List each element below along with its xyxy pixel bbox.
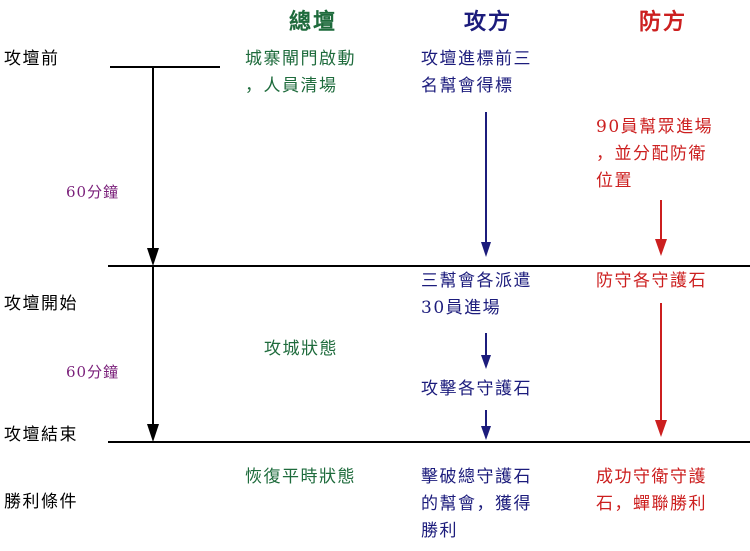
attacker-event-start-line-1: 三幫會各派遣 <box>421 271 532 291</box>
defender-arrowhead-2 <box>655 420 667 437</box>
defender-arrowhead-1 <box>655 239 667 256</box>
attacker-event-victory: 擊破總守護石 的幫會，獲得 勝利 <box>421 464 532 545</box>
main-event-after: 恢復平時狀態 <box>245 467 356 487</box>
attacker-event-before-line-2: 名幫會得標 <box>421 76 514 96</box>
phase-label-start: 攻壇開始 <box>4 294 78 314</box>
column-header-defender: 防方 <box>639 9 688 35</box>
defender-event-victory: 成功守衛守護 石，蟬聯勝利 <box>596 464 707 518</box>
column-header-main: 總壇 <box>289 9 338 35</box>
defender-event-before-line-2: ，並分配防衛 <box>596 144 707 164</box>
attacker-event-start-line-2: 30員進場 <box>421 298 502 318</box>
duration-first: 60分鐘 <box>66 183 120 201</box>
defender-event-before: 90員幫眾進場 ，並分配防衛 位置 <box>596 114 713 195</box>
main-event-during: 攻城狀態 <box>264 339 338 359</box>
defender-event-before-line-3: 位置 <box>596 171 633 191</box>
defender-event-start: 防守各守護石 <box>596 271 707 291</box>
attacker-arrowhead-3 <box>481 426 491 440</box>
attacker-event-start: 三幫會各派遣 30員進場 <box>421 268 532 322</box>
timeline-arrowhead-1 <box>147 248 159 266</box>
attacker-arrowhead-1 <box>481 242 491 257</box>
defender-event-victory-line-1: 成功守衛守護 <box>596 467 707 487</box>
phase-label-victory: 勝利條件 <box>4 492 78 512</box>
defender-event-victory-line-2: 石，蟬聯勝利 <box>596 494 707 514</box>
main-event-before-line-2: ，人員清場 <box>245 76 338 96</box>
phase-label-end: 攻壇結束 <box>4 425 78 445</box>
attacker-event-victory-line-2: 的幫會，獲得 <box>421 494 532 514</box>
phase-label-before: 攻壇前 <box>4 49 60 69</box>
defender-event-before-line-1: 90員幫眾進場 <box>596 117 714 137</box>
timeline-arrowhead-2 <box>147 424 159 442</box>
duration-second: 60分鐘 <box>66 363 120 381</box>
column-header-attacker: 攻方 <box>464 9 513 35</box>
attacker-event-attack: 攻擊各守護石 <box>421 379 532 399</box>
attacker-event-victory-line-3: 勝利 <box>421 521 458 541</box>
attacker-arrowhead-2 <box>481 355 491 369</box>
main-event-before: 城寨閘門啟動 ，人員清場 <box>245 46 356 100</box>
attacker-event-before-line-1: 攻壇進標前三 <box>421 49 532 69</box>
main-event-before-line-1: 城寨閘門啟動 <box>245 49 356 69</box>
attacker-event-before: 攻壇進標前三 名幫會得標 <box>421 46 532 100</box>
attacker-event-victory-line-1: 擊破總守護石 <box>421 467 532 487</box>
